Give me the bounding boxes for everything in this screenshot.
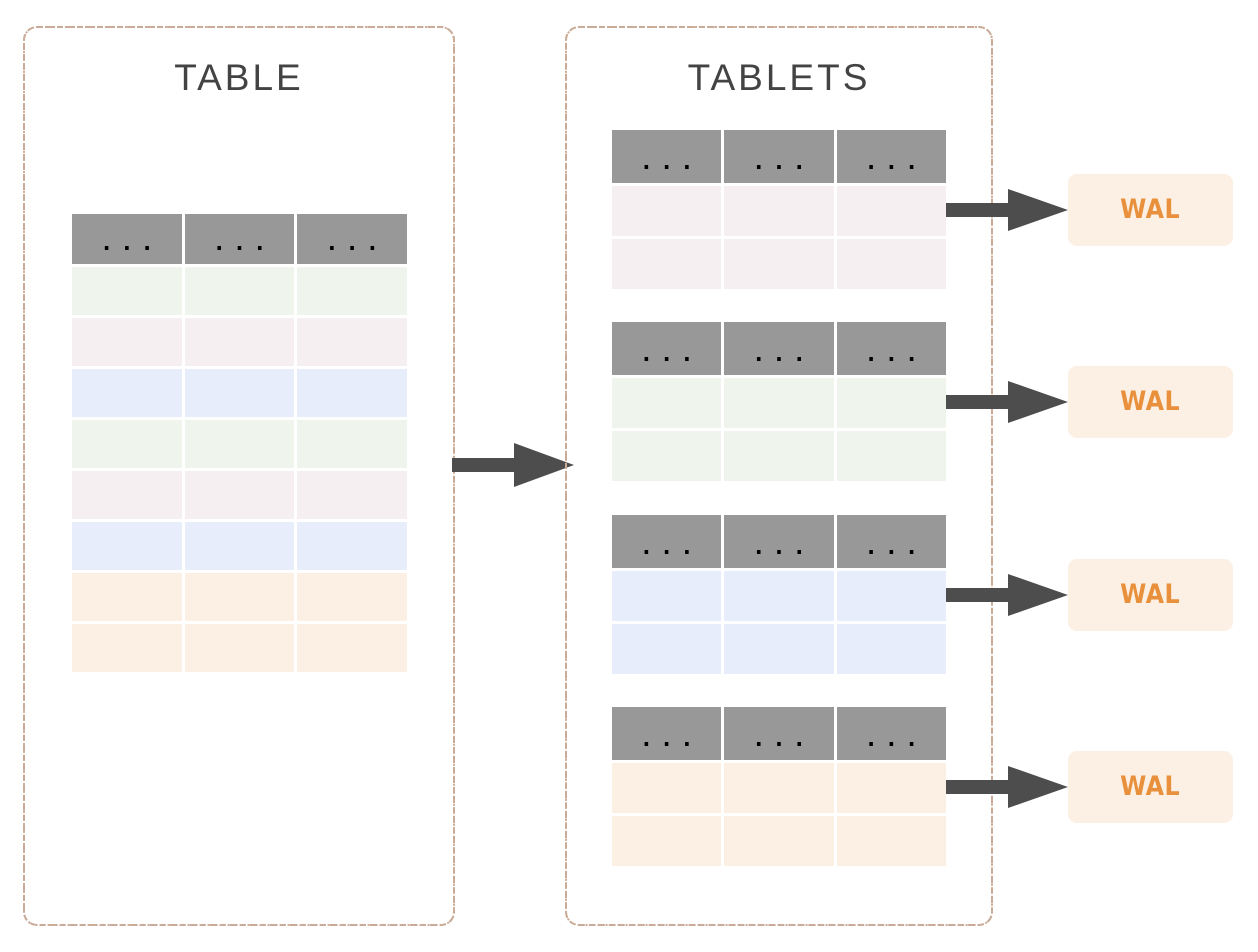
- ellipsis-icon: ...: [99, 231, 161, 256]
- tablet-table-1: .........: [612, 130, 946, 289]
- tablet-row-cell: [612, 816, 722, 866]
- table-row-cell: [72, 267, 182, 315]
- ellipsis-icon: ...: [639, 727, 701, 752]
- tablet-header-cell: ...: [612, 130, 722, 183]
- tablet-to-wal-arrow-2: [946, 380, 1070, 429]
- tablet-table-2: .........: [612, 322, 946, 481]
- table-row-cell: [297, 369, 407, 417]
- ellipsis-icon: ...: [639, 150, 701, 175]
- tablet-row-cell: [724, 186, 834, 236]
- table-row-cell: [184, 471, 295, 519]
- table-row-cell: [184, 267, 295, 315]
- table-row-cell: [184, 522, 295, 570]
- table-row-cell: [184, 624, 295, 672]
- table-panel-title: TABLE: [174, 57, 304, 98]
- tablet-table-4: .........: [612, 707, 946, 866]
- ellipsis-icon: ...: [752, 342, 813, 367]
- ellipsis-icon: ...: [752, 727, 813, 752]
- tablet-row-cell: [836, 186, 946, 236]
- tablet-header-cell: ...: [836, 322, 946, 375]
- tablet-row-cell: [724, 378, 834, 428]
- tablet-row-cell: [724, 816, 834, 866]
- table-row-cell: [184, 318, 295, 366]
- tablet-header-cell: ...: [612, 515, 722, 568]
- table-row-cell: [297, 420, 407, 468]
- wal-box-3[interactable]: WAL: [1068, 558, 1233, 631]
- wal-label: WAL: [1120, 771, 1181, 802]
- table-to-tablets-arrow: [452, 441, 576, 489]
- ellipsis-icon: ...: [752, 150, 813, 175]
- tablet-header-cell: ...: [724, 322, 834, 375]
- table-row-cell: [184, 369, 295, 417]
- table-row-cell: [297, 573, 407, 621]
- tablet-header-cell: ...: [724, 130, 834, 183]
- source-table: .........: [72, 214, 407, 672]
- tablet-row-cell: [724, 239, 834, 289]
- ellipsis-icon: ...: [639, 342, 701, 367]
- tablet-row-cell: [724, 431, 834, 481]
- tablet-row-cell: [612, 763, 722, 813]
- tablet-header-cell: ...: [612, 707, 722, 760]
- tablet-row-cell: [612, 186, 722, 236]
- table-row-cell: [72, 369, 182, 417]
- tablet-row-cell: [612, 571, 722, 621]
- table-row-cell: [72, 420, 182, 468]
- wal-box-1[interactable]: WAL: [1068, 173, 1233, 246]
- table-header-cell: ...: [72, 214, 182, 264]
- wal-box-4[interactable]: WAL: [1068, 750, 1233, 823]
- tablet-row-cell: [836, 571, 946, 621]
- table-row-cell: [297, 267, 407, 315]
- tablet-row-cell: [724, 624, 834, 674]
- tablet-row-cell: [724, 571, 834, 621]
- tablet-row-cell: [724, 763, 834, 813]
- table-row-cell: [297, 624, 407, 672]
- tablet-row-cell: [612, 431, 722, 481]
- wal-label: WAL: [1120, 579, 1181, 610]
- tablet-row-cell: [612, 624, 722, 674]
- table-row-cell: [72, 471, 182, 519]
- tablet-to-wal-arrow-3: [946, 573, 1070, 622]
- tablet-to-wal-arrow-1: [946, 188, 1070, 237]
- wal-box-2[interactable]: WAL: [1068, 365, 1233, 438]
- tablet-header-cell: ...: [724, 515, 834, 568]
- table-row-cell: [297, 318, 407, 366]
- table-header-cell: ...: [297, 214, 407, 264]
- tablet-table-3: .........: [612, 515, 946, 674]
- tablet-row-cell: [836, 431, 946, 481]
- table-row-cell: [297, 471, 407, 519]
- tablet-row-cell: [836, 239, 946, 289]
- tablet-row-cell: [612, 378, 722, 428]
- tablet-row-cell: [836, 763, 946, 813]
- table-row-cell: [72, 522, 182, 570]
- tablet-to-wal-arrow-4: [946, 765, 1070, 814]
- ellipsis-icon: ...: [325, 231, 387, 256]
- tablet-row-cell: [612, 239, 722, 289]
- table-header-cell: ...: [184, 214, 295, 264]
- wal-label: WAL: [1120, 386, 1181, 417]
- table-row-cell: [72, 624, 182, 672]
- ellipsis-icon: ...: [864, 342, 926, 367]
- tablets-panel-title: TABLETS: [687, 57, 871, 98]
- ellipsis-icon: ...: [864, 150, 926, 175]
- ellipsis-icon: ...: [639, 535, 701, 560]
- tablet-row-cell: [836, 816, 946, 866]
- table-row-cell: [184, 573, 295, 621]
- table-row-cell: [297, 522, 407, 570]
- table-row-cell: [72, 573, 182, 621]
- wal-label: WAL: [1120, 194, 1181, 225]
- tablet-row-cell: [836, 624, 946, 674]
- ellipsis-icon: ...: [864, 727, 926, 752]
- tablet-header-cell: ...: [836, 515, 946, 568]
- tablet-header-cell: ...: [612, 322, 722, 375]
- tablet-row-cell: [836, 378, 946, 428]
- table-row-cell: [184, 420, 295, 468]
- table-row-cell: [72, 318, 182, 366]
- tablet-header-cell: ...: [724, 707, 834, 760]
- ellipsis-icon: ...: [212, 231, 274, 256]
- ellipsis-icon: ...: [864, 535, 926, 560]
- ellipsis-icon: ...: [752, 535, 813, 560]
- tablet-header-cell: ...: [836, 707, 946, 760]
- tablet-header-cell: ...: [836, 130, 946, 183]
